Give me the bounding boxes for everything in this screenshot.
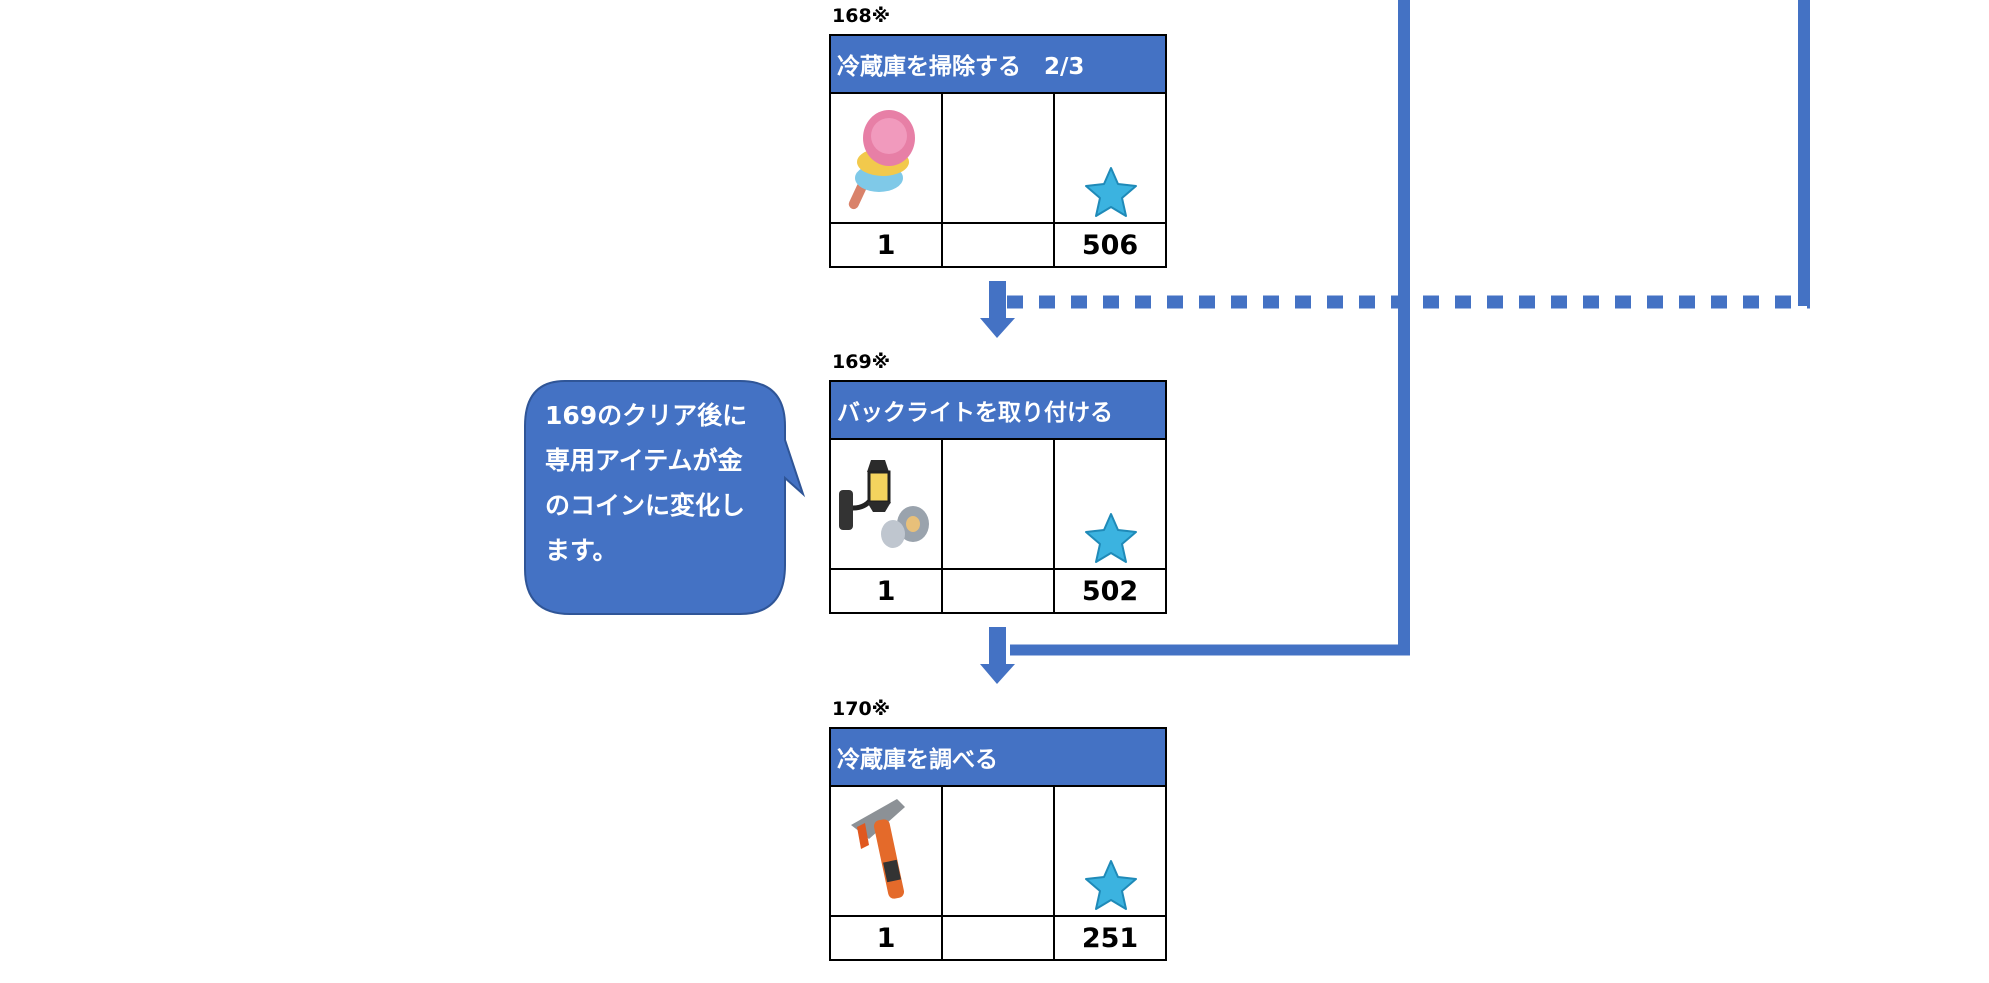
- task-170-reward: 251: [1052, 915, 1168, 961]
- task-169-count: 1: [829, 568, 943, 614]
- task-170-empty-count: [941, 915, 1055, 961]
- task-170-title: 冷蔵庫を調べる: [828, 727, 1168, 787]
- blue-star-icon: [1085, 167, 1137, 217]
- task-168-id: 168※: [832, 5, 891, 27]
- task-170-reward-cell: [1052, 785, 1168, 917]
- hammer-icon: [851, 799, 905, 899]
- arrow-169-to-170: [980, 627, 1015, 684]
- task-168-empty-cell: [941, 92, 1055, 224]
- task-168-title: 冷蔵庫を掃除する 2/3: [829, 34, 1167, 94]
- task-169-item-cell: [829, 438, 943, 570]
- task-170-empty-cell: [941, 785, 1055, 917]
- wall-lantern-icon: [839, 460, 929, 548]
- task-168-reward-cell: [1053, 92, 1167, 224]
- task-169-title: バックライトを取り付ける: [828, 380, 1168, 440]
- task-170-id: 170※: [832, 698, 891, 720]
- task-170-count: 1: [829, 915, 943, 961]
- blue-star-icon: [1085, 513, 1137, 563]
- arrow-168-to-169: [980, 281, 1015, 338]
- task-169-id: 169※: [832, 351, 891, 373]
- task-169-reward-cell: [1052, 438, 1168, 570]
- task-169-card: バックライトを取り付ける 1 502: [828, 380, 1168, 614]
- task-168-count: 1: [829, 222, 943, 268]
- task-169-empty-count: [941, 568, 1055, 614]
- callout-text: 169のクリア後に 専用アイテムが金 のコインに変化し ます。: [545, 401, 748, 565]
- task-170-item-cell: [829, 785, 943, 917]
- task-169-empty-cell: [941, 438, 1055, 570]
- task-168-empty-count: [941, 222, 1055, 268]
- task-168-card: 冷蔵庫を掃除する 2/3 1 506: [829, 34, 1167, 268]
- task-168-reward: 506: [1053, 222, 1167, 268]
- feather-duster-icon: [848, 110, 915, 210]
- task-170-card: 冷蔵庫を調べる 1 251: [828, 727, 1168, 961]
- blue-star-icon: [1085, 860, 1137, 910]
- callout-bubble: [524, 380, 806, 615]
- task-169-reward: 502: [1052, 568, 1168, 614]
- task-168-item-cell: [829, 92, 943, 224]
